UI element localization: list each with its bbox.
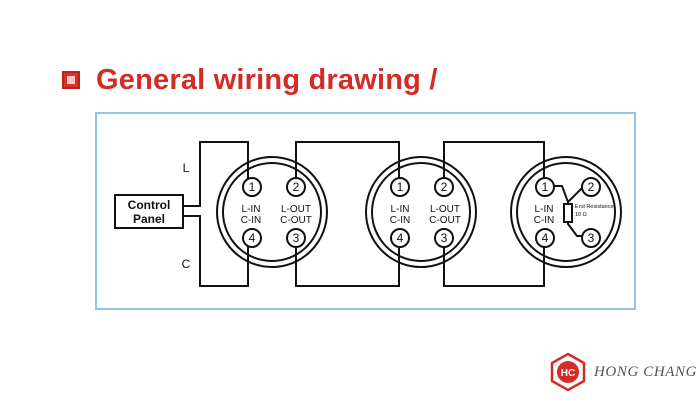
wire-2-3-l: [443, 141, 545, 184]
logo-mark-text: HC: [561, 368, 575, 379]
d2-terminal-3: [434, 228, 454, 248]
d1-terminal-4: [242, 228, 262, 248]
d1-c-in: C-IN: [241, 215, 262, 226]
detector-2-inner: [371, 162, 471, 262]
d3-terminal-3: [581, 228, 601, 248]
line-label-c: C: [182, 257, 191, 271]
d3-terminal-1: [535, 177, 555, 197]
d2-terminal-1: [390, 177, 410, 197]
d3-terminal-3-num: 3: [588, 231, 595, 245]
d2-terminal-2-num: 2: [441, 180, 448, 194]
wire-1-2-l: [295, 141, 400, 184]
d2-terminal-4: [390, 228, 410, 248]
d2-c-out: C-OUT: [429, 215, 461, 226]
detector-3-outer: [510, 156, 622, 268]
end-resistance-wire-b: [567, 187, 583, 203]
d3-c-in: C-IN: [534, 215, 555, 226]
detector-2-outer: [365, 156, 477, 268]
d1-l-out: L-OUT: [281, 204, 311, 215]
company-logo: HC HONG CHANG: [548, 352, 697, 392]
wire-1-2-c: [295, 240, 400, 287]
d1-l-in: L-IN: [242, 204, 261, 215]
d1-terminal-4-num: 4: [249, 231, 256, 245]
end-resistance-label: End Resistance: [575, 204, 614, 210]
d2-terminal-4-num: 4: [397, 231, 404, 245]
detector-1-inner: [222, 162, 322, 262]
bullet-square-icon: [62, 71, 80, 89]
detector-3-inner: [516, 162, 616, 262]
wire-l-feed: [183, 141, 249, 207]
wire-c-feed: [183, 215, 249, 287]
detector-1-outer: [216, 156, 328, 268]
d2-l-out: L-OUT: [430, 204, 460, 215]
slide-heading: General wiring drawing /: [62, 60, 438, 100]
control-panel-label-2: Panel: [133, 212, 165, 226]
brand-name: HONG CHANG: [594, 363, 698, 380]
d1-terminal-2-num: 2: [293, 180, 300, 194]
control-panel-label-1: Control: [128, 198, 171, 212]
d1-terminal-1-num: 1: [249, 180, 256, 194]
d3-terminal-4: [535, 228, 555, 248]
d3-terminal-4-num: 4: [542, 231, 549, 245]
diagram-frame: [95, 112, 636, 310]
hc-hexagon-icon: HC: [550, 352, 586, 392]
d2-l-in: L-IN: [391, 204, 410, 215]
d2-terminal-3-num: 3: [441, 231, 448, 245]
wire-2-3-c: [443, 240, 545, 287]
line-label-l: L: [183, 161, 190, 175]
d2-c-in: C-IN: [390, 215, 411, 226]
d1-terminal-2: [286, 177, 306, 197]
d3-terminal-2: [581, 177, 601, 197]
d1-terminal-3: [286, 228, 306, 248]
d2-terminal-1-num: 1: [397, 180, 404, 194]
d1-terminal-3-num: 3: [293, 231, 300, 245]
d3-terminal-1-num: 1: [542, 180, 549, 194]
control-panel-box: [114, 194, 184, 229]
page-title: General wiring drawing /: [96, 63, 438, 96]
d2-terminal-2: [434, 177, 454, 197]
d3-terminal-2-num: 2: [588, 180, 595, 194]
d1-terminal-1: [242, 177, 262, 197]
end-resistance-value: 10 Ω: [575, 212, 587, 218]
d3-l-in: L-IN: [535, 204, 554, 215]
end-resistance-symbol: [563, 203, 573, 223]
d1-c-out: C-OUT: [280, 215, 312, 226]
